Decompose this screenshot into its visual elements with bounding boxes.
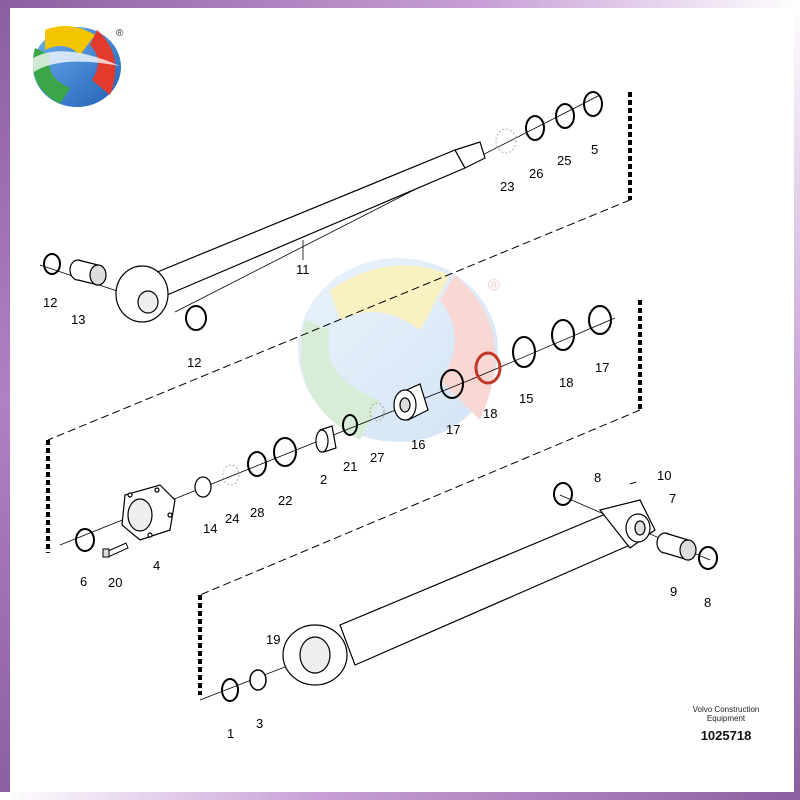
logo-registered-mark: ®	[116, 28, 124, 39]
label-part-18a: 18	[483, 406, 497, 421]
label-part-16: 16	[411, 437, 425, 452]
rod-seals-top	[495, 91, 603, 154]
manufacturer-credit: Volvo Construction Equipment	[686, 705, 766, 723]
label-part-26: 26	[529, 166, 543, 181]
label-part-4: 4	[153, 558, 160, 573]
credit-line-2: Equipment	[706, 714, 746, 723]
bushing-13	[69, 259, 107, 286]
cylinder-tube-7	[282, 499, 656, 686]
bottom-frame-border	[0, 792, 800, 800]
label-part-7: 7	[669, 491, 676, 506]
top-frame-border	[0, 0, 800, 8]
left-frame-border	[0, 0, 10, 800]
document-number: 1025718	[700, 728, 752, 743]
label-part-14: 14	[203, 521, 217, 536]
label-part-12b: 12	[187, 355, 201, 370]
label-part-18b: 18	[559, 375, 573, 390]
label-part-2: 2	[320, 472, 327, 487]
label-part-1: 1	[227, 726, 234, 741]
label-part-6: 6	[80, 574, 87, 589]
label-part-23: 23	[500, 179, 514, 194]
label-part-25: 25	[557, 153, 571, 168]
label-part-8a: 8	[594, 470, 601, 485]
label-part-24: 24	[225, 511, 239, 526]
watermark-registered-mark: ®	[488, 277, 500, 294]
label-part-19: 19	[266, 632, 280, 647]
label-part-15: 15	[519, 391, 533, 406]
label-part-17b: 17	[595, 360, 609, 375]
label-part-5: 5	[591, 142, 598, 157]
head-seals	[75, 437, 297, 552]
label-part-17a: 17	[446, 422, 460, 437]
piston-parts	[315, 383, 429, 453]
right-frame-border	[794, 0, 800, 800]
part-labels: 1 2 3 4 5 6 7 8 8 9 10 11 12 12 13 14 15…	[43, 142, 711, 741]
bolt-20	[102, 542, 129, 558]
label-part-21: 21	[343, 459, 357, 474]
tube-seals	[221, 481, 718, 702]
company-logo: ®	[30, 26, 124, 107]
snap-rings-12	[43, 253, 207, 331]
label-part-22: 22	[278, 493, 292, 508]
label-part-3: 3	[256, 716, 263, 731]
label-part-28: 28	[250, 505, 264, 520]
piston-rod-11	[115, 141, 486, 323]
label-part-27: 27	[370, 450, 384, 465]
label-part-9: 9	[670, 584, 677, 599]
label-part-13: 13	[71, 312, 85, 327]
label-part-12a: 12	[43, 295, 57, 310]
bushing-9	[656, 532, 697, 561]
label-part-8b: 8	[704, 595, 711, 610]
label-part-11: 11	[296, 262, 310, 277]
label-part-10: 10	[657, 468, 671, 483]
label-part-20: 20	[108, 575, 122, 590]
cylinder-head-4	[121, 484, 176, 541]
credit-line-1: Volvo Construction	[692, 705, 760, 714]
piston-seals	[440, 305, 612, 399]
